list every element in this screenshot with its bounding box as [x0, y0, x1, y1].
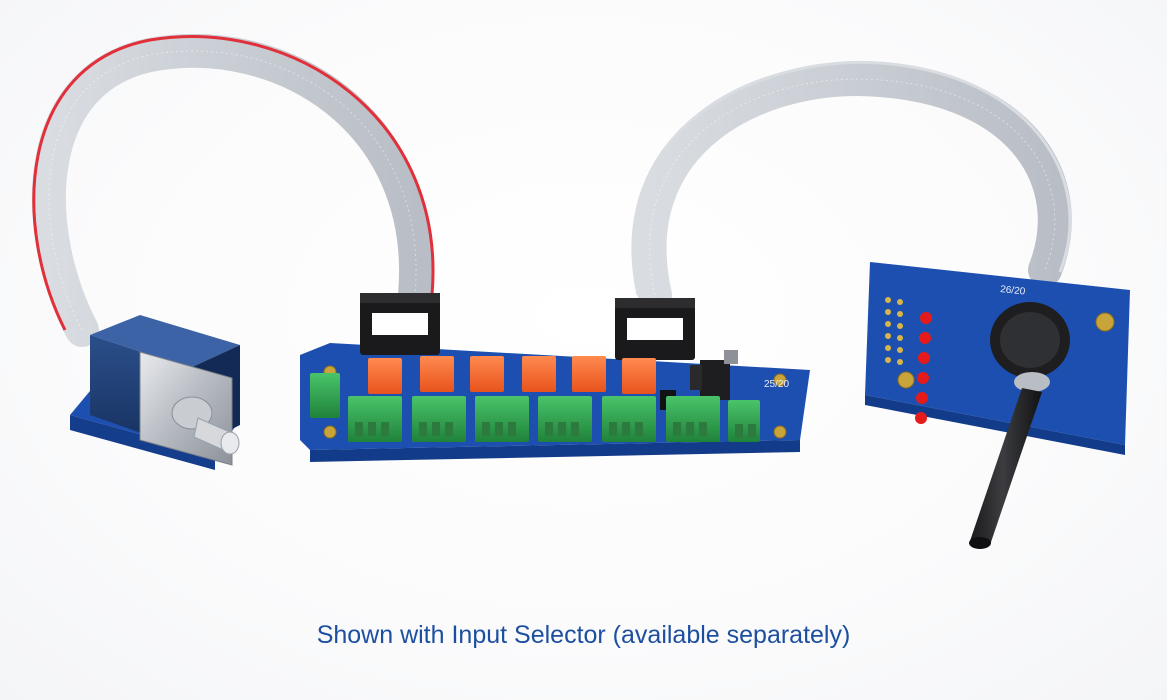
relays: [368, 356, 656, 394]
potentiometer-shaft: [193, 417, 240, 455]
ribbon-cable-left: [31, 34, 435, 347]
relay-attenuator-board: 25/20: [300, 293, 810, 462]
idc-connector-left: [360, 293, 440, 355]
selector-board-date: 26/20: [1000, 284, 1026, 298]
main-board-date: 25/20: [764, 379, 789, 390]
potentiometer: [70, 315, 240, 470]
selector-knob-shaft: [969, 388, 1042, 549]
product-photo: 25/20: [31, 34, 1130, 549]
ribbon-cable-right: [631, 60, 1072, 312]
indicator-leds: [915, 312, 932, 424]
input-selector-board: 26/20: [865, 262, 1130, 549]
idc-connector-right: [615, 298, 695, 360]
photo-caption: Shown with Input Selector (available sep…: [316, 621, 851, 649]
